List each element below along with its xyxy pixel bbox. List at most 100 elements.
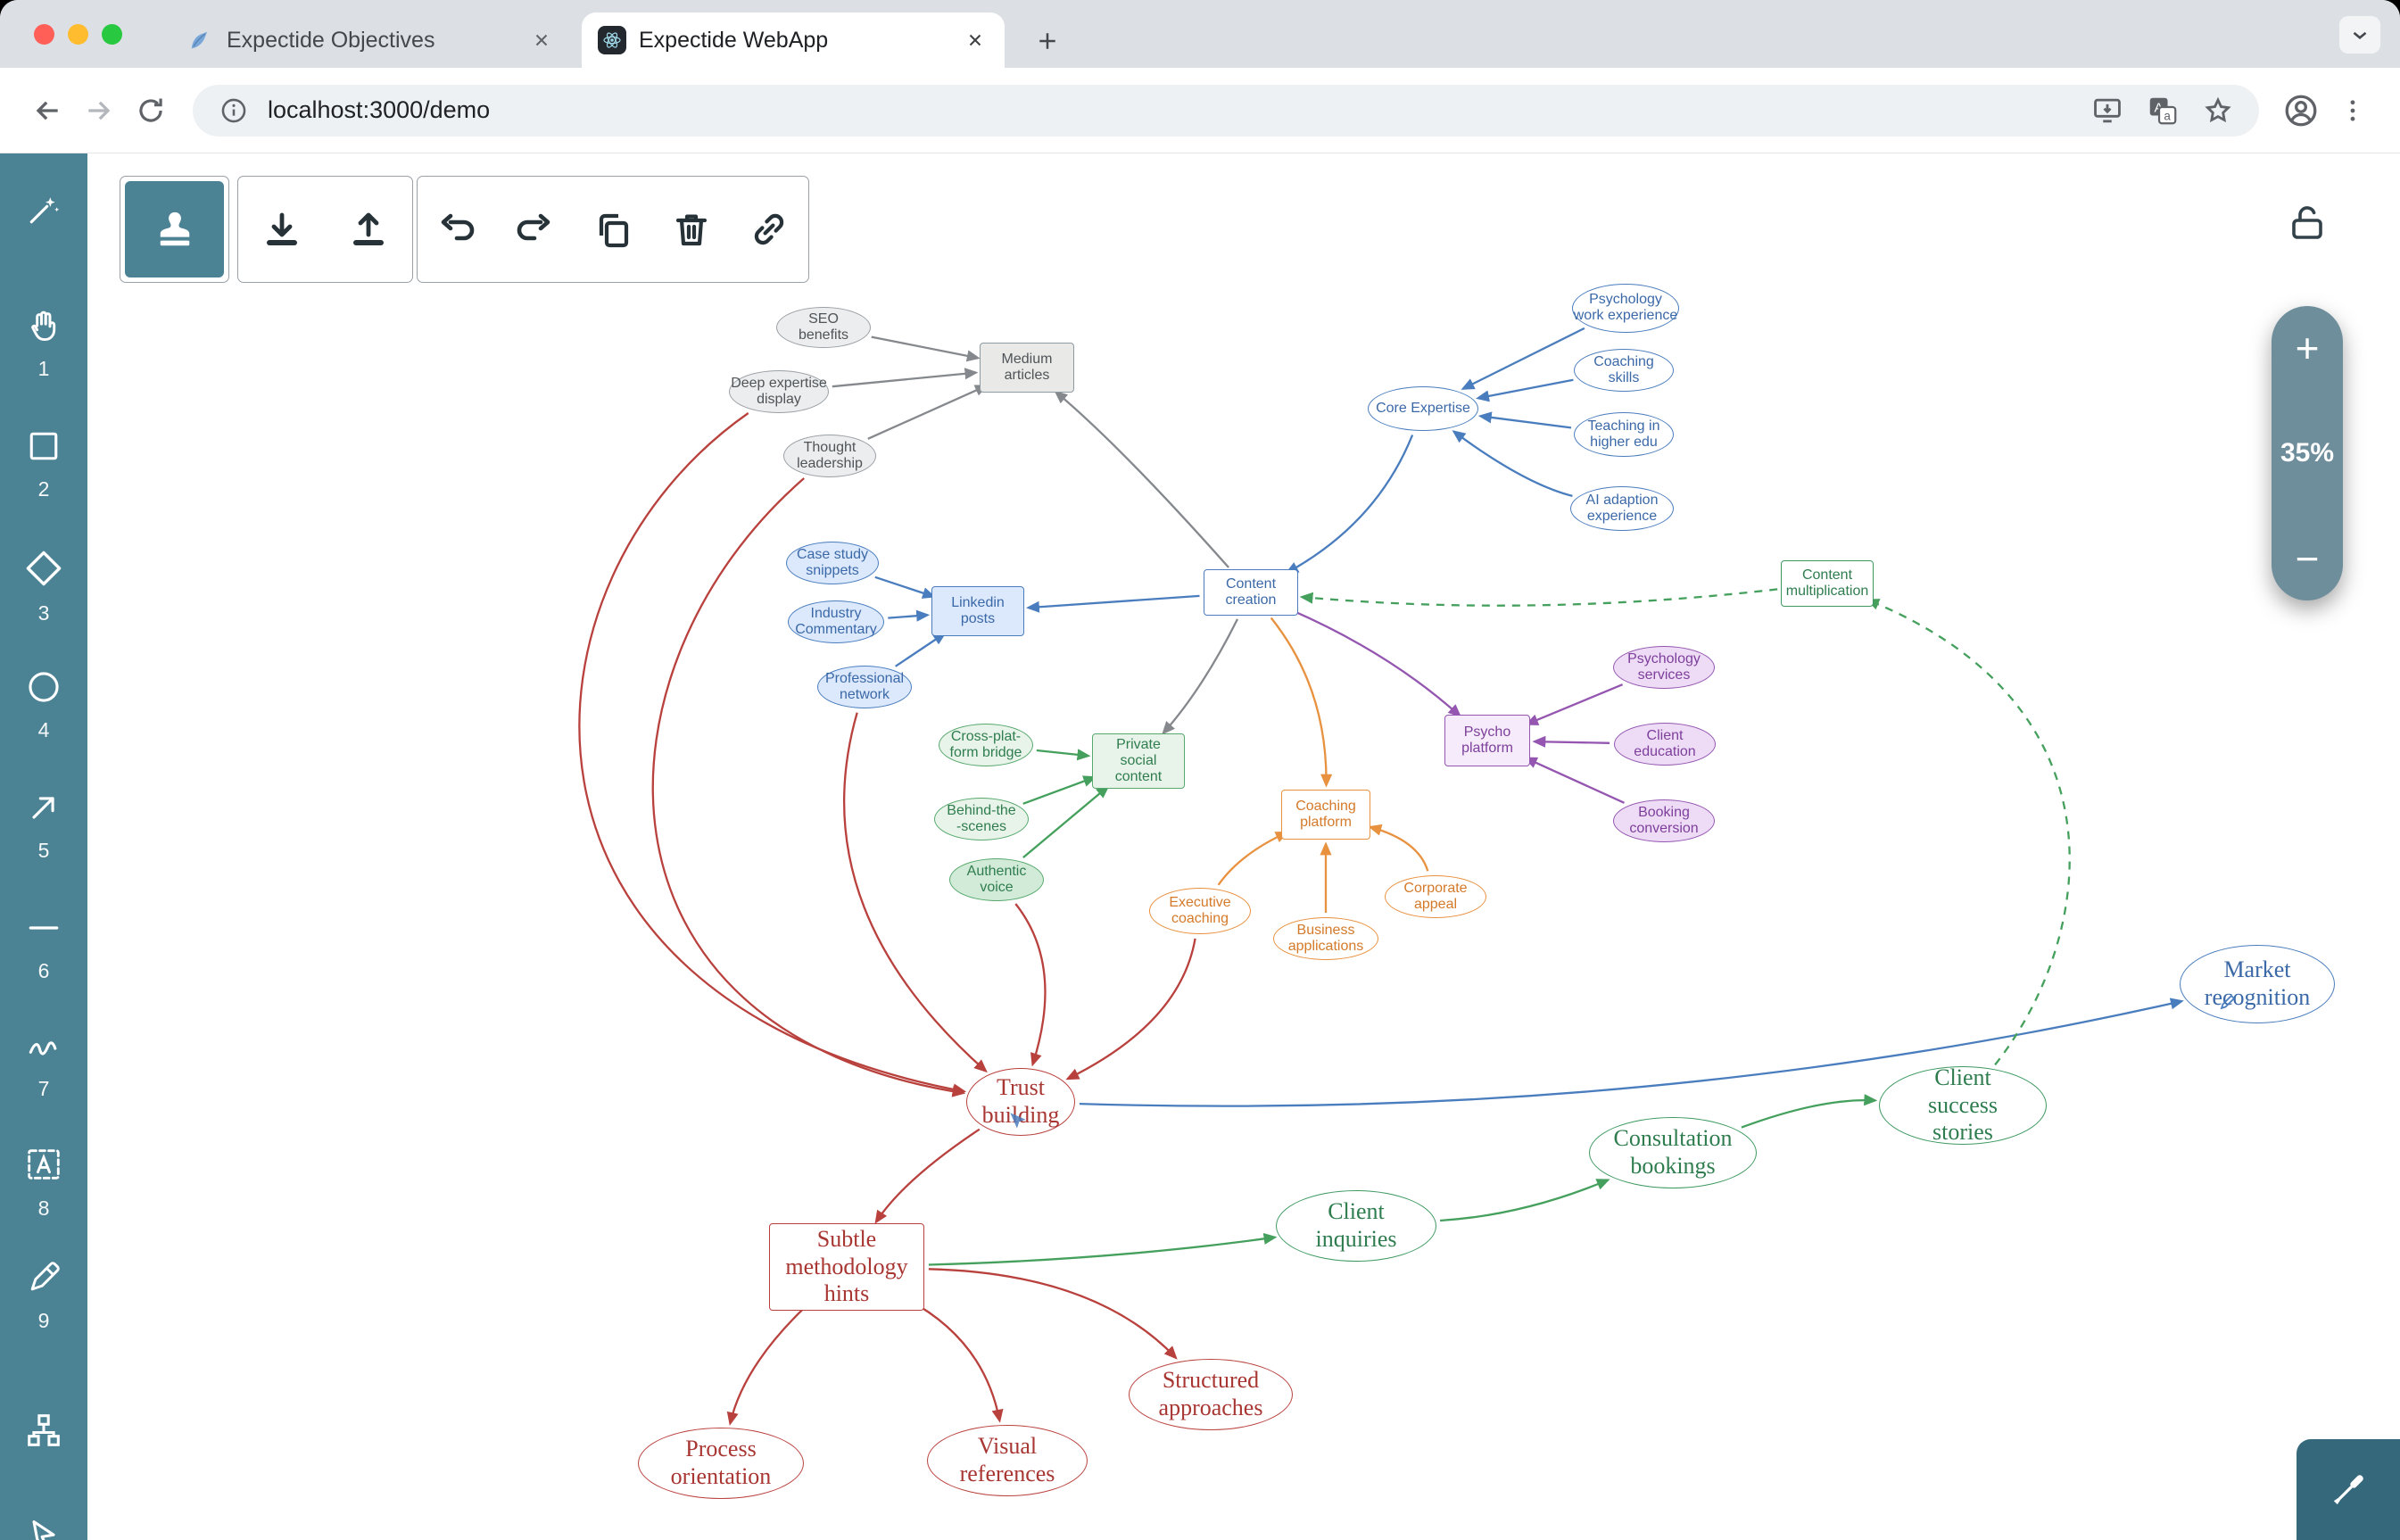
tab-strip: Expectide Objectives Expectide WebApp	[0, 0, 2400, 68]
node-bookingconv[interactable]: Booking conversion	[1613, 799, 1715, 842]
node-psyplatform[interactable]: Psycho platform	[1444, 715, 1530, 766]
link-button[interactable]	[730, 177, 808, 282]
node-label: Thought leadership	[797, 440, 863, 471]
pen-tool[interactable]: 9	[0, 1258, 87, 1333]
node-label: Client education	[1634, 728, 1696, 759]
node-core[interactable]: Core Expertise	[1368, 386, 1478, 431]
tab-title: Expectide Objectives	[227, 27, 435, 53]
node-linkedin[interactable]: Linkedin posts	[931, 586, 1024, 636]
node-deep[interactable]: Deep expertise display	[729, 370, 829, 413]
toolbar-group-edit	[417, 176, 809, 283]
diamond-tool[interactable]: 3	[0, 547, 87, 625]
node-label: Subtle methodology hints	[785, 1225, 908, 1307]
node-success[interactable]: Client success stories	[1879, 1064, 2047, 1146]
node-consult[interactable]: Consultation bookings	[1589, 1117, 1757, 1188]
node-visual[interactable]: Visual references	[927, 1425, 1088, 1496]
close-window-button[interactable]	[34, 24, 54, 45]
node-label: Client success stories	[1928, 1064, 1998, 1146]
zoom-out-button[interactable]: −	[2295, 535, 2320, 582]
site-info-icon[interactable]	[212, 89, 255, 132]
redo-button[interactable]	[496, 177, 575, 282]
duplicate-button[interactable]	[574, 177, 652, 282]
reload-button[interactable]	[125, 85, 177, 137]
node-process[interactable]: Process orientation	[638, 1428, 804, 1499]
node-label: Process orientation	[670, 1436, 772, 1489]
undo-button[interactable]	[418, 177, 496, 282]
node-behind[interactable]: Behind-the -scenes	[934, 798, 1029, 840]
back-button[interactable]	[21, 85, 73, 137]
install-app-icon[interactable]	[2086, 89, 2129, 132]
hierarchy-tool[interactable]	[0, 1410, 87, 1455]
node-corpappeal[interactable]: Corporate appeal	[1385, 875, 1486, 918]
text-tool[interactable]: 8	[0, 1144, 87, 1221]
tab-expectide-objectives[interactable]: Expectide Objectives	[170, 12, 571, 68]
node-authentic[interactable]: Authentic voice	[949, 858, 1044, 901]
select-arrow-tool[interactable]	[0, 1517, 87, 1540]
node-execcoach[interactable]: Executive coaching	[1149, 888, 1251, 934]
node-coachplatform[interactable]: Coaching platform	[1281, 790, 1370, 840]
collaborator-cursor-icon	[1006, 1110, 1030, 1138]
pan-hand-tool[interactable]: 1	[0, 306, 87, 381]
node-crossbridge[interactable]: Cross-plat- form bridge	[939, 724, 1033, 766]
node-label: Teaching in higher edu	[1587, 418, 1660, 450]
node-clientedu[interactable]: Client education	[1614, 723, 1716, 766]
node-contentmult[interactable]: Content multiplication	[1781, 560, 1874, 607]
download-button[interactable]	[238, 177, 326, 282]
node-trust[interactable]: Trust building	[966, 1068, 1075, 1136]
stamp-tool-button[interactable]	[125, 181, 224, 277]
node-privatesocial[interactable]: Private social content	[1092, 733, 1185, 789]
node-medium[interactable]: Medium articles	[980, 343, 1074, 393]
debug-tool-button[interactable]	[2297, 1439, 2400, 1540]
node-aiadapt[interactable]: AI adaption experience	[1570, 486, 1674, 531]
node-market[interactable]: Market recognition	[2180, 945, 2335, 1023]
node-bizapps[interactable]: Business applications	[1273, 917, 1378, 960]
node-label: Content multiplication	[1785, 567, 1869, 599]
minimize-window-button[interactable]	[68, 24, 88, 45]
browser-menu-kebab[interactable]	[2327, 85, 2379, 137]
delete-button[interactable]	[652, 177, 731, 282]
node-label: Medium articles	[1001, 352, 1053, 383]
arrow-tool[interactable]: 5	[0, 788, 87, 863]
tab-close-icon[interactable]	[528, 27, 555, 54]
node-label: Executive coaching	[1169, 895, 1231, 926]
node-profnet[interactable]: Professional network	[817, 666, 912, 708]
tab-list-chevron-button[interactable]	[2339, 16, 2380, 54]
node-psywork[interactable]: Psychology work experience	[1572, 283, 1679, 333]
toolbar-group-io	[237, 176, 413, 283]
node-coachskills[interactable]: Coaching skills	[1574, 349, 1674, 392]
node-label: Structured approaches	[1158, 1367, 1263, 1420]
zoom-in-button[interactable]: +	[2295, 325, 2320, 371]
node-label: Business applications	[1287, 923, 1364, 954]
new-tab-button[interactable]	[1026, 20, 1069, 62]
tool-number: 3	[37, 601, 50, 625]
node-thought[interactable]: Thought leadership	[783, 435, 876, 477]
forward-button[interactable]	[73, 85, 125, 137]
bookmark-star-icon[interactable]	[2197, 89, 2239, 132]
node-psyservices[interactable]: Psychology services	[1613, 646, 1715, 689]
profile-avatar[interactable]	[2275, 85, 2327, 137]
line-tool[interactable]: 6	[0, 908, 87, 983]
node-clientinq[interactable]: Client inquiries	[1276, 1190, 1436, 1262]
freedraw-tool[interactable]: 7	[0, 1026, 87, 1101]
node-seo[interactable]: SEO benefits	[776, 307, 871, 348]
laser-tool[interactable]	[0, 190, 87, 234]
node-label: Core Expertise	[1376, 401, 1470, 417]
tab-close-icon[interactable]	[962, 27, 989, 54]
node-casestudy[interactable]: Case study snippets	[786, 542, 879, 584]
tab-expectide-webapp[interactable]: Expectide WebApp	[582, 12, 1005, 68]
node-subtle[interactable]: Subtle methodology hints	[769, 1223, 924, 1311]
rectangle-tool[interactable]: 2	[0, 426, 87, 501]
node-content[interactable]: Content creation	[1204, 569, 1298, 616]
ellipse-tool[interactable]: 4	[0, 667, 87, 742]
node-label: Professional network	[824, 671, 905, 702]
node-industry[interactable]: Industry Commentary	[788, 600, 884, 643]
maximize-window-button[interactable]	[102, 24, 122, 45]
node-structured[interactable]: Structured approaches	[1129, 1359, 1293, 1430]
upload-button[interactable]	[326, 177, 413, 282]
lock-toggle-button[interactable]	[2284, 200, 2330, 246]
node-teaching[interactable]: Teaching in higher edu	[1574, 412, 1674, 457]
